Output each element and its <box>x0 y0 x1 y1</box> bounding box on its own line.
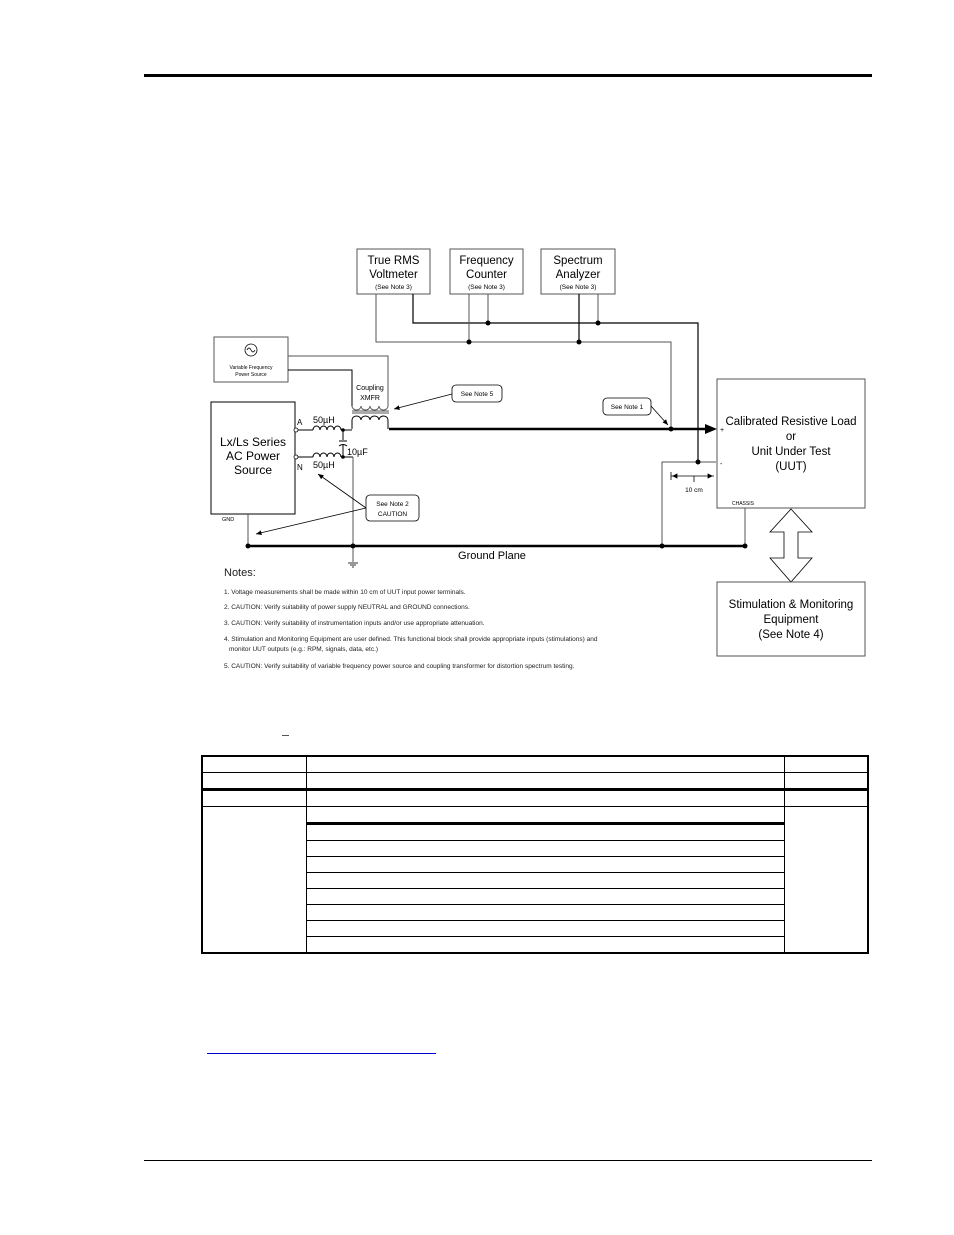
table-cell <box>783 806 869 954</box>
callout-note1-label: See Note 1 <box>611 404 644 411</box>
dimension-10cm <box>670 472 714 482</box>
earth-ground-icon <box>348 562 358 568</box>
stim-label-2: Equipment <box>764 614 820 626</box>
coupling-transformer: Coupling XMFR <box>351 385 389 429</box>
stim-label-3: (See Note 4) <box>758 629 823 641</box>
table-cell <box>306 789 785 807</box>
table-cell <box>306 936 785 954</box>
ac-power-source-box: Lx/Ls Series AC Power Source GND <box>210 401 296 523</box>
spectrum-analyzer-label-1: Spectrum <box>553 255 602 267</box>
table-cell <box>201 772 308 791</box>
table-cell <box>306 904 785 921</box>
ground-plane-label: Ground Plane <box>458 550 526 562</box>
terminal-n-label: N <box>297 463 303 472</box>
voltmeter-box: True RMS Voltmeter (See Note 3) <box>356 248 431 295</box>
table-row <box>201 755 869 773</box>
table-cell <box>201 806 308 954</box>
table-cell <box>306 840 785 857</box>
minus-terminal: - <box>720 461 723 468</box>
table-cell <box>306 772 785 791</box>
callout-note5: See Note 5 <box>393 384 503 410</box>
hyperlink-underline[interactable] <box>207 1053 436 1054</box>
callout-note5-label: See Note 5 <box>461 391 494 398</box>
note-2: 2. CAUTION: Verify suitability of power … <box>224 604 470 611</box>
coupling-label-1: Coupling <box>356 385 384 392</box>
capacitor <box>338 430 348 457</box>
notes-title: Notes: <box>224 567 256 579</box>
table-row <box>202 936 868 954</box>
var-freq-label-1: Variable Frequency <box>230 365 273 371</box>
table-row <box>201 772 869 791</box>
notes: Notes: 1. Voltage measurements shall be … <box>224 567 598 670</box>
uut-label-4: (UUT) <box>775 461 806 473</box>
variable-frequency-source-box: Variable Frequency Power Source <box>213 336 289 383</box>
callout-note1: See Note 1 <box>602 397 669 426</box>
callout-note2-label-1: See Note 2 <box>376 501 409 508</box>
table-cell <box>783 755 869 773</box>
spectrum-analyzer-label-2: Analyzer <box>556 269 601 281</box>
table-cell <box>306 872 785 889</box>
voltmeter-label-1: True RMS <box>368 255 420 267</box>
inductor-a-label: 50µH <box>313 415 335 425</box>
stim-label-1: Stimulation & Monitoring <box>729 599 854 611</box>
frequency-counter-box: Frequency Counter (See Note 3) <box>449 248 524 295</box>
note-3: 3. CAUTION: Verify suitability of instru… <box>224 620 485 627</box>
callout-note2-label-2: CAUTION <box>378 511 408 518</box>
chassis-label: CHASSIS <box>732 501 755 507</box>
header-rule <box>144 74 872 77</box>
table-row <box>201 806 869 954</box>
frequency-counter-label-2: Counter <box>466 269 507 281</box>
var-freq-label-2: Power Source <box>235 372 267 378</box>
table-cell <box>306 823 785 841</box>
table-cell <box>201 755 308 773</box>
uut-label-1: Calibrated Resistive Load <box>725 416 856 428</box>
spec-table <box>201 755 869 954</box>
stimulation-monitoring-box: Stimulation & Monitoring Equipment (See … <box>716 581 866 657</box>
note-4: 4. Stimulation and Monitoring Equipment … <box>224 636 598 643</box>
note-5: 5. CAUTION: Verify suitability of variab… <box>224 663 575 670</box>
table-cell <box>783 772 869 791</box>
spectrum-analyzer-note: (See Note 3) <box>560 284 597 291</box>
sine-wave-icon <box>244 343 258 357</box>
inductor-n-label: 50µH <box>313 460 335 470</box>
dash-mark <box>282 735 289 736</box>
uut-label-3: Unit Under Test <box>751 446 831 458</box>
table-cell <box>306 920 785 937</box>
table-cell <box>306 755 785 773</box>
uut-box: Calibrated Resistive Load or Unit Under … <box>716 378 866 509</box>
bidirectional-arrow-icon <box>769 508 813 583</box>
capacitor-label: 10µF <box>347 447 368 457</box>
ground-plane: Ground Plane <box>245 514 748 568</box>
ac-source-label-1: Lx/Ls Series <box>220 435 286 449</box>
note-4-cont: monitor UUT outputs (e.g.: RPM, signals,… <box>229 646 378 653</box>
table-row <box>201 789 869 807</box>
plus-terminal: + <box>720 427 724 434</box>
coupling-label-2: XMFR <box>360 395 380 402</box>
table-cell <box>306 888 785 905</box>
line-n-circuit <box>298 452 353 458</box>
note-1: 1. Voltage measurements shall be made wi… <box>224 589 466 596</box>
spectrum-analyzer-box: Spectrum Analyzer (See Note 3) <box>540 248 616 295</box>
uut-label-2: or <box>786 431 796 443</box>
table-row <box>202 920 868 937</box>
instrument-wiring <box>375 294 699 464</box>
voltmeter-note: (See Note 3) <box>375 284 412 291</box>
table-cell <box>306 856 785 873</box>
terminal-a-label: A <box>297 418 303 427</box>
footer-rule <box>144 1160 872 1161</box>
table-cell <box>306 806 785 825</box>
test-setup-diagram: True RMS Voltmeter (See Note 3) Frequenc… <box>210 248 866 670</box>
ac-source-label-2: AC Power <box>226 449 280 463</box>
ac-source-label-3: Source <box>234 463 272 477</box>
frequency-counter-label-1: Frequency <box>459 255 514 267</box>
voltmeter-label-2: Voltmeter <box>369 269 418 281</box>
gnd-label: GND <box>222 517 234 523</box>
frequency-counter-note: (See Note 3) <box>468 284 505 291</box>
callout-note2: See Note 2 CAUTION <box>255 473 420 536</box>
dimension-label: 10 cm <box>685 487 703 494</box>
table-cell <box>201 789 308 807</box>
table-cell <box>783 789 869 807</box>
arrow-head <box>705 424 717 434</box>
